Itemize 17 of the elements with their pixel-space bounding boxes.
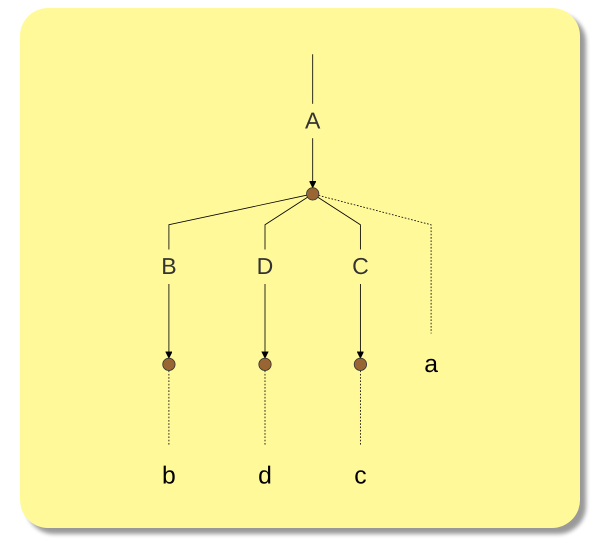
edge-label: C [352,254,369,280]
node-text: a [424,350,438,378]
node-circle [354,358,367,371]
node-text: b [162,462,176,490]
node-circle [306,187,320,200]
edge-label: D [256,254,274,280]
edge-label: A [305,108,320,134]
edge-label: B [161,254,177,280]
node-circle [258,358,272,371]
node-text: d [258,462,272,490]
connector [360,370,361,446]
connector [264,370,266,446]
connector [318,195,432,334]
panel-background: A B D C b a d c [20,8,580,528]
node-circle [162,358,176,371]
node-text: c [354,462,367,490]
connector [168,370,170,446]
